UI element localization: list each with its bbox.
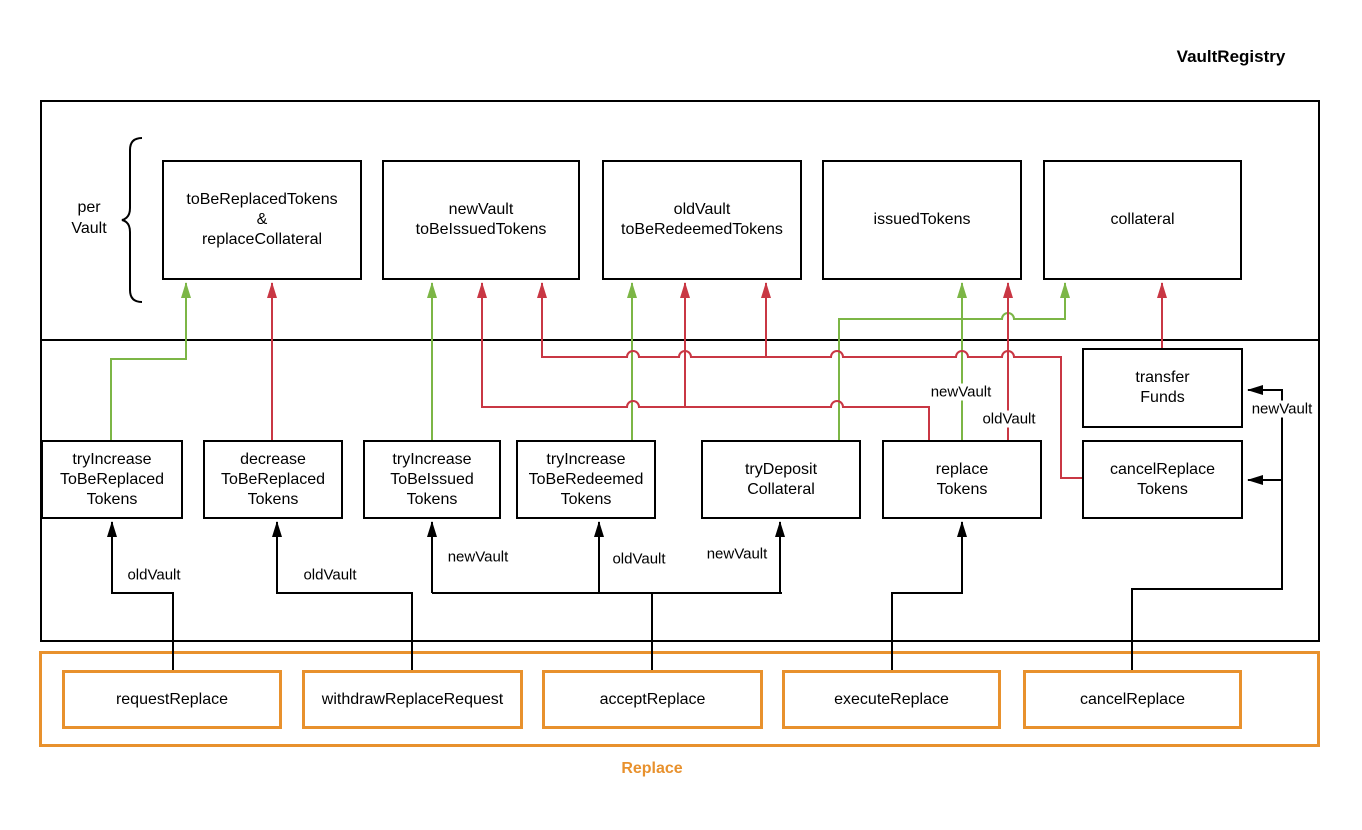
storage-box-label: oldVault toBeRedeemedTokens [621, 201, 783, 238]
edge-label-newVault: newVault [445, 548, 511, 566]
function-box-label: transfer Funds [1135, 369, 1190, 406]
per-vault-label: per Vault [71, 199, 107, 237]
replace-function-executeReplace: executeReplace [782, 670, 1001, 729]
function-box-label: tryIncrease ToBeRedeemed Tokens [528, 450, 644, 508]
replace-group-label: Replace [621, 760, 683, 777]
storage-box-issuedTokens: issuedTokens [822, 160, 1022, 280]
replace-function-label: acceptReplace [599, 690, 706, 708]
replace-function-cancelReplace: cancelReplace [1023, 670, 1242, 729]
page-title: VaultRegistry [1176, 47, 1286, 66]
storage-function-divider [40, 339, 1320, 341]
edge-label-newVault: newVault [928, 383, 994, 401]
function-box-replaceTokens: replace Tokens [882, 440, 1042, 519]
function-box-label: tryIncrease ToBeReplaced Tokens [59, 450, 165, 508]
replace-function-label: cancelReplace [1080, 690, 1185, 708]
edge-label-oldVault: oldVault [301, 566, 359, 584]
function-box-label: decrease ToBeReplaced Tokens [220, 450, 326, 508]
edge-label-oldVault: oldVault [125, 566, 183, 584]
edge-label-newVault: newVault [704, 545, 770, 563]
function-box-label: replace Tokens [935, 460, 989, 498]
function-box-tryDepositCollateral: tryDeposit Collateral [701, 440, 861, 519]
vaultregistry-outer-box [40, 100, 1320, 642]
storage-box-label: issuedTokens [873, 211, 971, 228]
function-box-label: cancelReplace Tokens [1110, 460, 1215, 498]
edge-label-newVault: newVault [1249, 400, 1315, 418]
replace-function-withdrawReplaceRequest: withdrawReplaceRequest [302, 670, 523, 729]
storage-box-collateral: collateral [1043, 160, 1242, 280]
replace-function-label: withdrawReplaceRequest [321, 690, 504, 708]
replace-function-label: requestReplace [115, 690, 229, 708]
function-box-label: tryIncrease ToBeIssued Tokens [390, 450, 474, 508]
edge-label-oldVault: oldVault [610, 550, 668, 568]
replace-function-requestReplace: requestReplace [62, 670, 282, 729]
edge-label-oldVault: oldVault [980, 410, 1038, 428]
replace-function-label: executeReplace [834, 690, 949, 708]
function-box-cancelReplaceTokens: cancelReplace Tokens [1082, 440, 1243, 519]
storage-box-label: newVault toBeIssuedTokens [415, 201, 547, 238]
function-box-tryIncreaseToBeReplacedTokens: tryIncrease ToBeReplaced Tokens [41, 440, 183, 519]
storage-box-oldVault-toBeRedeemedTokens: oldVault toBeRedeemedTokens [602, 160, 802, 280]
function-box-transferFunds: transfer Funds [1082, 348, 1243, 428]
replace-function-acceptReplace: acceptReplace [542, 670, 763, 729]
storage-box-label: toBeReplacedTokens & replaceCollateral [186, 191, 338, 248]
storage-box-toBeReplacedTokens-replaceCollateral: toBeReplacedTokens & replaceCollateral [162, 160, 362, 280]
storage-box-label: collateral [1110, 211, 1175, 228]
storage-box-newVault-toBeIssuedTokens: newVault toBeIssuedTokens [382, 160, 580, 280]
function-box-decreaseToBeReplacedTokens: decrease ToBeReplaced Tokens [203, 440, 343, 519]
function-box-tryIncreaseToBeIssuedTokens: tryIncrease ToBeIssued Tokens [363, 440, 501, 519]
function-box-tryIncreaseToBeRedeemedTokens: tryIncrease ToBeRedeemed Tokens [516, 440, 656, 519]
function-box-label: tryDeposit Collateral [744, 460, 818, 498]
replace-group-box [39, 651, 1320, 747]
